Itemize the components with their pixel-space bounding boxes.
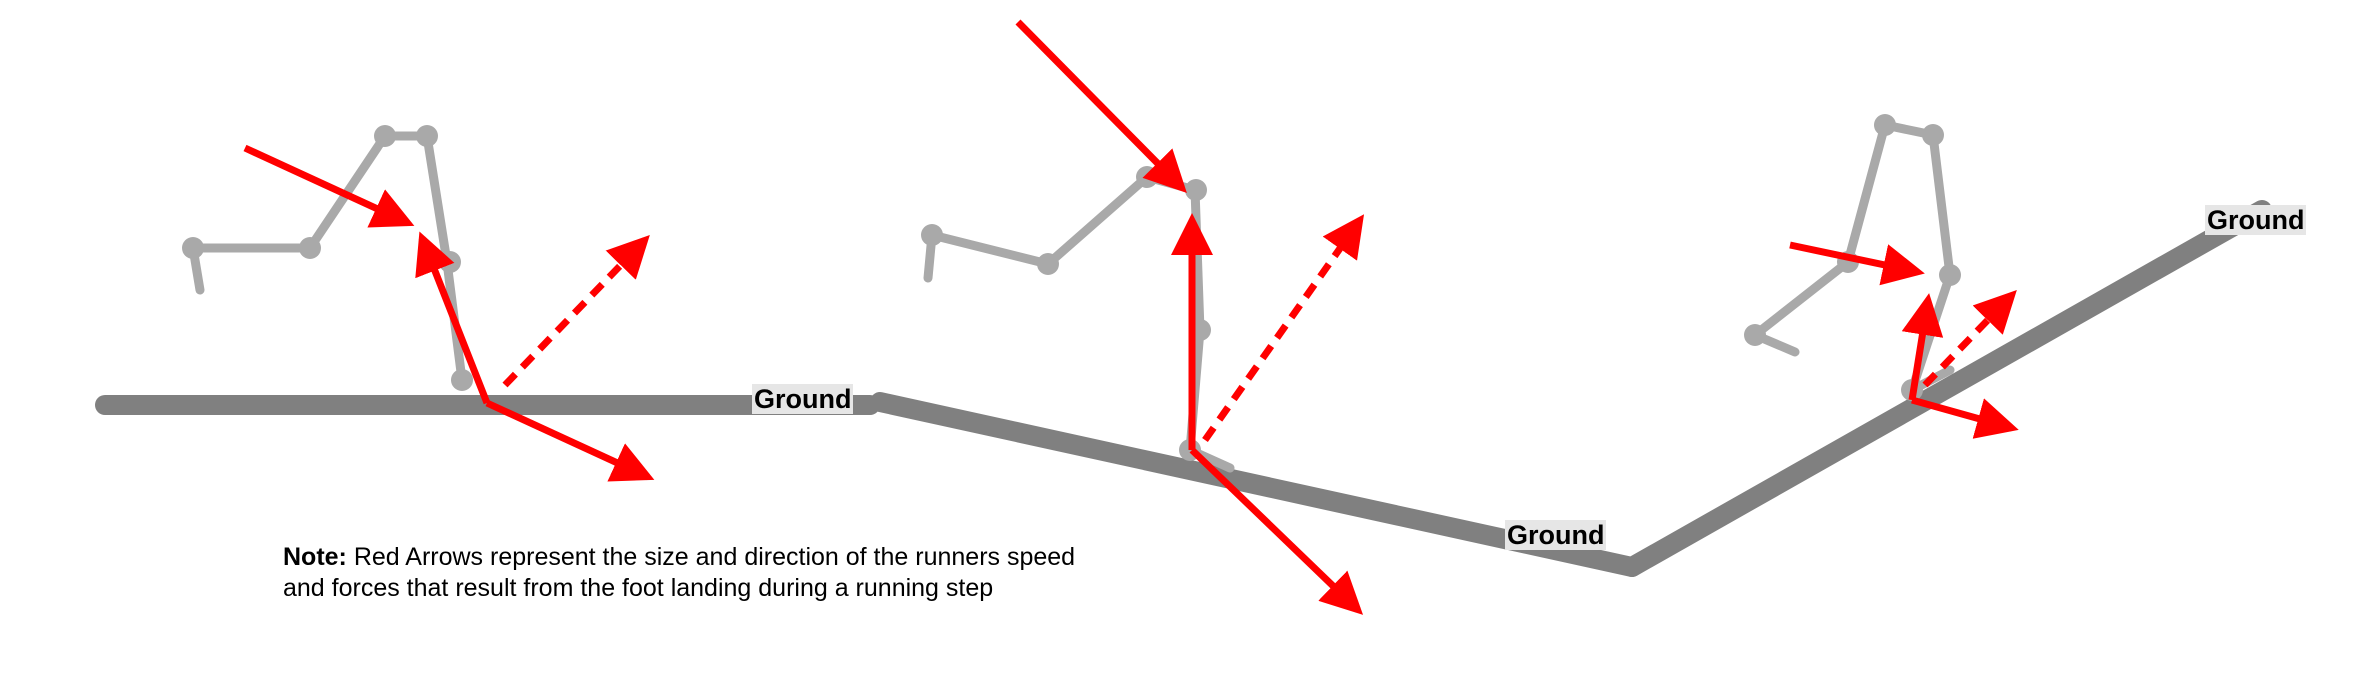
resultant-arrow-dashed bbox=[1922, 289, 2017, 388]
ground-label-uphill: Ground bbox=[2205, 205, 2307, 235]
rebound-arrow bbox=[485, 399, 655, 482]
arrows-flat bbox=[243, 144, 655, 482]
rebound-arrow bbox=[1911, 396, 2019, 439]
arrows-downhill bbox=[1015, 19, 1365, 615]
ground-force-arrow bbox=[415, 231, 491, 405]
speed-arrow bbox=[1789, 241, 1925, 286]
arrows-uphill bbox=[1789, 241, 2019, 439]
note-text: Note: Red Arrows represent the size and … bbox=[283, 542, 1083, 604]
rebound-arrow bbox=[1189, 447, 1364, 615]
speed-arrow bbox=[1015, 19, 1187, 193]
ground-uphill bbox=[1622, 200, 2272, 577]
note-label: Note: bbox=[283, 543, 347, 571]
ground-force-arrow bbox=[1901, 293, 1944, 401]
resultant-arrow-dashed bbox=[502, 234, 650, 388]
speed-arrow bbox=[243, 144, 415, 228]
resultant-arrow-dashed bbox=[1202, 214, 1365, 443]
ground-label-flat: Ground bbox=[752, 384, 854, 414]
ground-label-downhill: Ground bbox=[1505, 520, 1607, 550]
note-body: Red Arrows represent the size and direct… bbox=[283, 543, 1076, 602]
